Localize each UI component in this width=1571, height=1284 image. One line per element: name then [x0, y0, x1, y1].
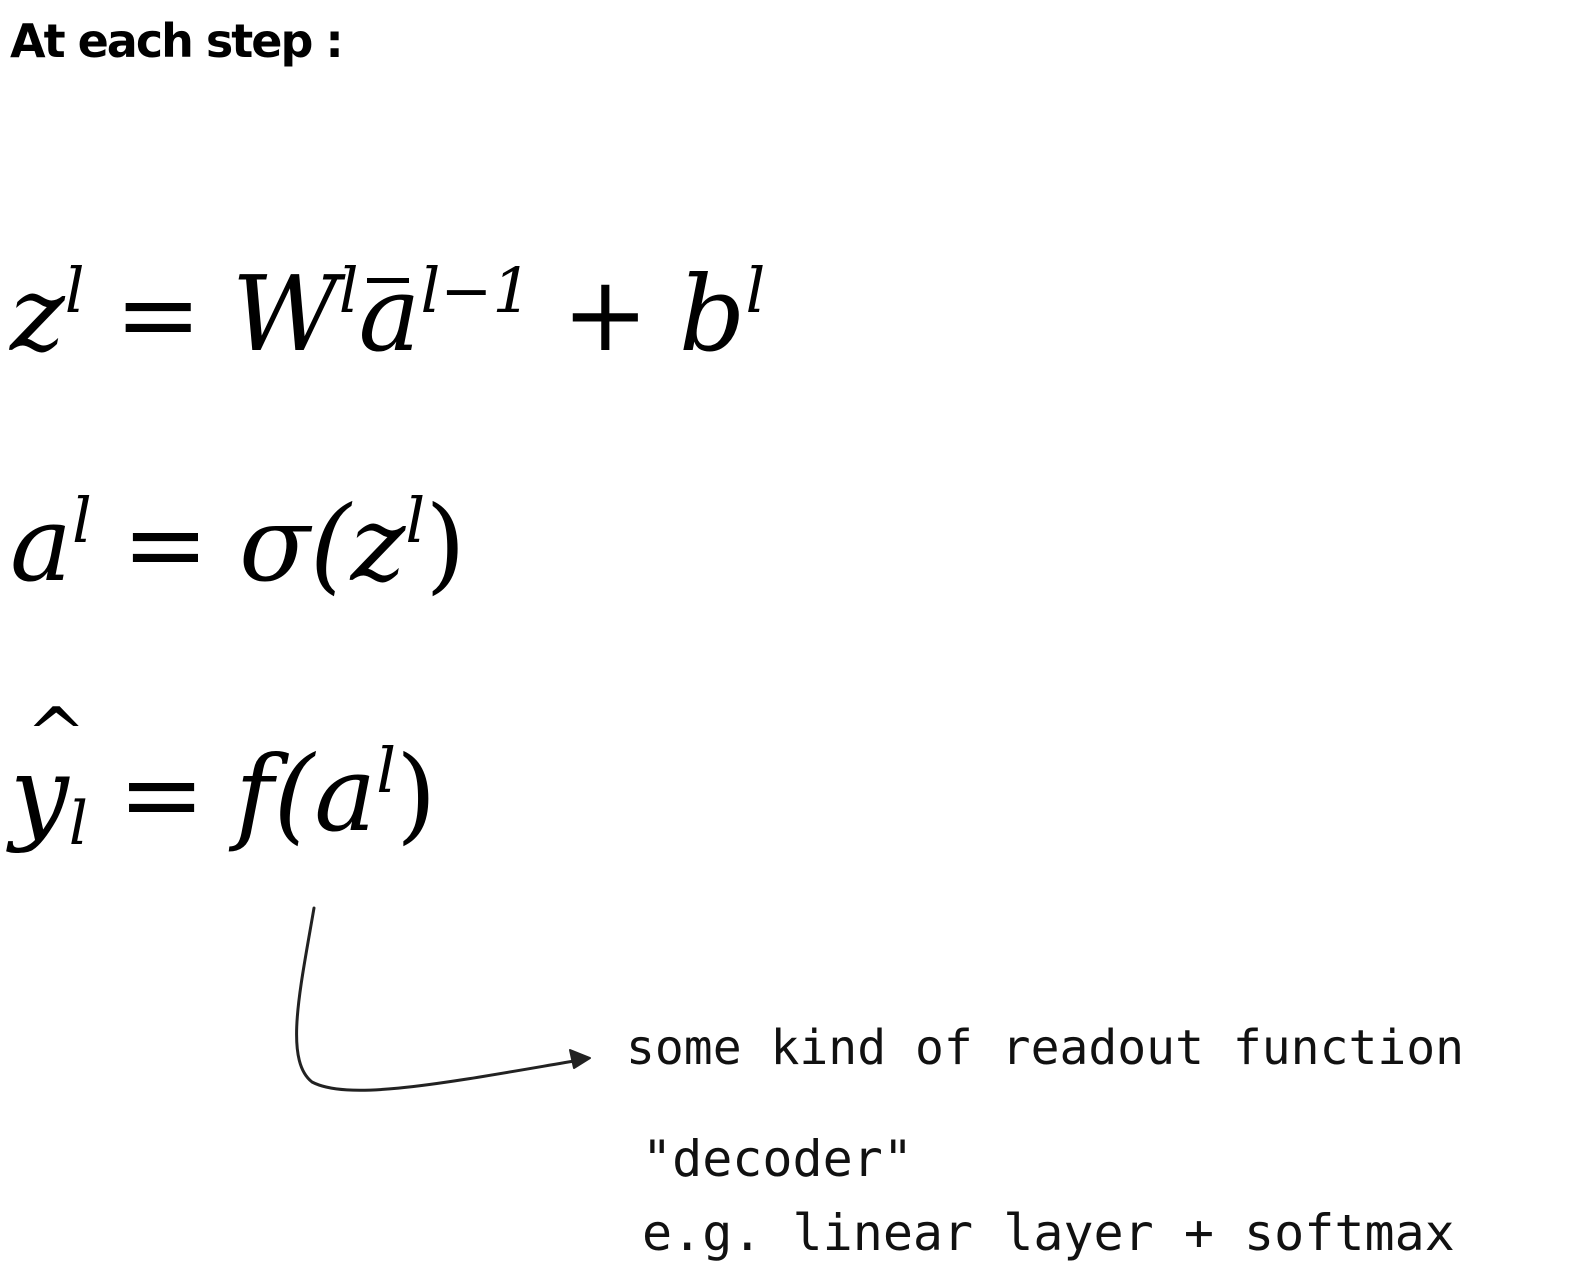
- example-annotation: e.g. linear layer + softmax: [642, 1204, 1455, 1262]
- y-hat-symbol: y: [10, 698, 86, 846]
- a-bar-symbol: a: [358, 253, 421, 375]
- z-superscript: l: [64, 254, 85, 327]
- a-symbol: a: [10, 483, 73, 605]
- equals-sign: =: [114, 253, 202, 375]
- z-symbol: z: [10, 253, 65, 375]
- equals-sign: =: [121, 483, 209, 605]
- b-superscript: l: [745, 254, 766, 327]
- readout-annotation: some kind of readout function: [626, 1020, 1465, 1076]
- plus-sign: +: [561, 253, 649, 375]
- sigma-symbol: σ(: [239, 483, 351, 605]
- arrow-curve: [295, 906, 582, 1092]
- z-superscript: l: [405, 484, 426, 557]
- z-symbol: z: [350, 483, 406, 605]
- heading: At each step :: [10, 14, 344, 68]
- y-subscript: l: [68, 789, 88, 859]
- equation-pre-activation: zl=Wlal−1+bl: [10, 253, 765, 375]
- decoder-annotation: "decoder": [642, 1130, 913, 1188]
- a-superscript: l: [72, 484, 92, 557]
- a-superscript: l−1: [420, 254, 532, 327]
- close-paren: ): [425, 483, 466, 605]
- w-superscript: l: [338, 254, 359, 327]
- f-symbol: f(: [235, 733, 315, 855]
- equation-activation: al=σ(zl): [10, 490, 466, 597]
- a-superscript: l: [376, 734, 397, 807]
- b-symbol: b: [678, 253, 746, 375]
- equation-readout: yl=f(al): [10, 698, 437, 854]
- a-symbol: a: [314, 733, 377, 855]
- equals-sign: =: [117, 733, 206, 855]
- arrow-head-icon: [569, 1049, 591, 1069]
- close-paren: ): [396, 733, 437, 855]
- w-symbol: W: [231, 253, 339, 375]
